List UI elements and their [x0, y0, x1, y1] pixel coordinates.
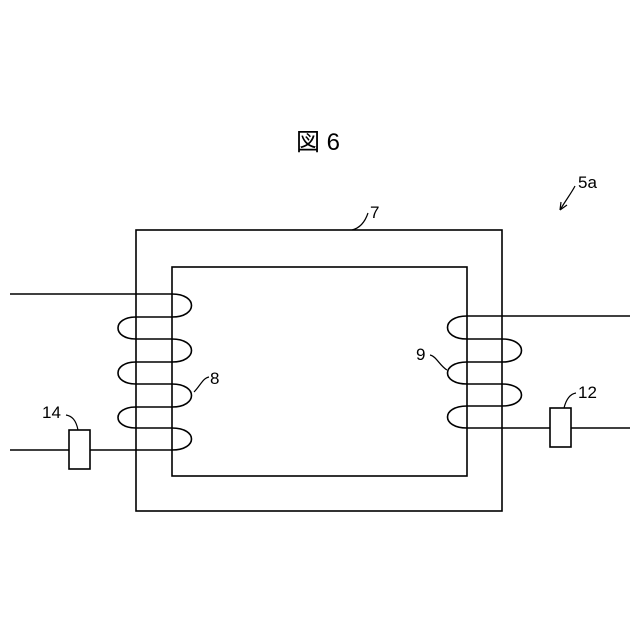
coil-loop	[172, 384, 192, 407]
coil-loop	[118, 362, 136, 384]
label-primary-coil: 8	[210, 369, 219, 388]
label-core: 7	[370, 203, 379, 222]
assembly-arrowhead	[560, 202, 567, 210]
assembly-leader	[560, 186, 575, 210]
primary-leader	[194, 377, 209, 392]
right-device	[550, 408, 571, 447]
label-secondary-coil: 9	[416, 345, 425, 364]
left-device	[69, 430, 90, 469]
coil-loop	[502, 384, 522, 406]
secondary-leader	[430, 355, 447, 370]
coil-loop	[172, 428, 192, 450]
figure-title: 図 6	[296, 129, 340, 156]
label-left-device: 14	[42, 403, 61, 422]
coil-loop	[448, 406, 468, 428]
left-device-leader	[66, 415, 78, 430]
label-right-device: 12	[578, 383, 597, 402]
core-leader	[352, 213, 368, 230]
coil-loop	[448, 316, 468, 339]
secondary-coil	[448, 316, 631, 428]
primary-coil	[10, 294, 192, 450]
coil-loop	[172, 294, 192, 317]
right-device-leader	[564, 393, 576, 408]
label-assembly: 5a	[578, 173, 597, 192]
coil-loop	[502, 339, 522, 362]
coil-loop	[118, 407, 136, 428]
coil-loop	[448, 362, 468, 384]
coil-loop	[118, 317, 136, 339]
coil-loop	[172, 339, 192, 362]
